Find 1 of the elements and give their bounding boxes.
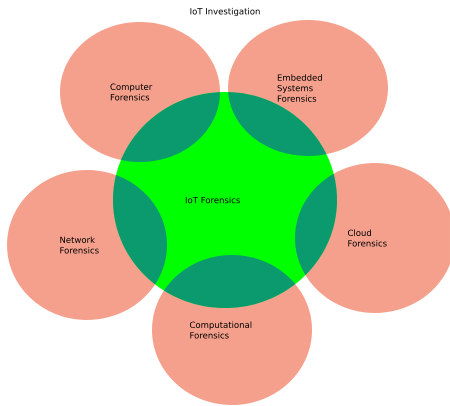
- title: IoT Investigation: [190, 8, 260, 16]
